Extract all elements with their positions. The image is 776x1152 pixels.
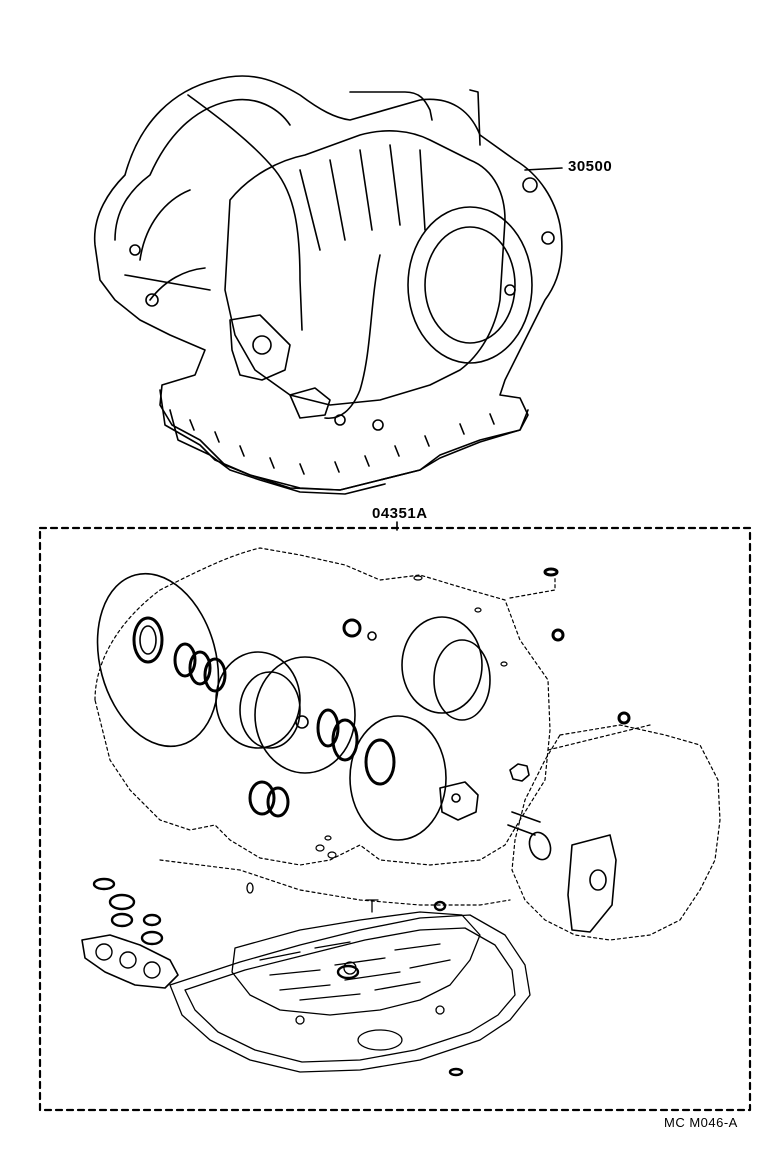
case-gasket-outline <box>94 547 721 941</box>
direct-clutch-seal <box>316 708 340 748</box>
seals-group <box>96 567 631 933</box>
seal-ring <box>188 650 212 686</box>
mount-boss <box>145 293 159 307</box>
oil-pan <box>159 389 529 491</box>
valve-body-gaskets <box>169 882 531 1073</box>
bushing-o-ring <box>266 786 290 818</box>
small-gasket-hole <box>451 793 461 803</box>
piston-o-ring <box>215 651 301 749</box>
rear-cover-o-ring <box>617 711 631 725</box>
o-ring <box>140 930 164 946</box>
kit-connector-line <box>509 577 651 751</box>
small-gasket <box>439 781 479 821</box>
mount-boss <box>372 419 384 431</box>
brake-piston-seal-inner <box>364 738 396 786</box>
part-label-transaxle: 30500 <box>568 158 613 175</box>
piston-o-ring <box>239 671 301 749</box>
case-ribs <box>299 144 426 251</box>
direct-clutch-seal <box>331 718 359 762</box>
plug-o-ring <box>543 567 559 577</box>
differential-cover <box>407 206 533 364</box>
neutral-switch <box>289 387 331 419</box>
piston-o-ring-large <box>254 656 356 774</box>
transaxle-assembly-drawing <box>93 75 563 495</box>
o-ring <box>92 877 116 891</box>
seal-ring <box>203 657 227 693</box>
speedometer-cable <box>324 254 381 419</box>
brake-piston-seal <box>349 715 447 841</box>
leader-30500 <box>524 167 563 171</box>
linkage-pivot <box>252 335 272 355</box>
cable <box>187 94 303 331</box>
valve-body-plate <box>231 911 481 1016</box>
o-ring <box>324 835 332 841</box>
drain-plug-nut <box>509 763 530 782</box>
plug-seal <box>342 618 362 638</box>
mount-boss <box>334 414 346 426</box>
second-brake-seal <box>401 616 483 714</box>
second-brake-seal-inner <box>433 639 491 721</box>
kit-dashed-border <box>38 526 752 1112</box>
bell-housing <box>93 75 563 491</box>
o-ring <box>413 575 423 581</box>
valve-body-plate-passages <box>259 941 451 1001</box>
valve-body-hole <box>295 1015 305 1025</box>
transmission-case-gasket <box>94 547 551 866</box>
governor-cover-gasket <box>567 834 617 933</box>
breather-hose <box>349 89 481 146</box>
small-o-ring <box>295 715 309 729</box>
o-ring <box>315 844 325 852</box>
o-ring <box>110 912 134 928</box>
oil-pump-seal-inner <box>132 616 164 664</box>
case-body <box>224 130 506 406</box>
oil-pan-lower <box>169 409 386 495</box>
figure-code: MC M046-A <box>664 1115 738 1130</box>
accumulator-gasket <box>81 934 179 989</box>
oil-pan-gasket <box>169 914 531 1073</box>
governor-cover-hole <box>589 869 607 891</box>
small-o-ring <box>246 882 254 894</box>
valve-body-hole <box>435 1005 445 1015</box>
o-ring <box>108 893 136 911</box>
accumulator-gasket-hole <box>95 943 113 961</box>
accumulator-gasket-hole <box>143 961 161 979</box>
part-label-gasket-kit: 04351A <box>372 505 428 522</box>
o-ring <box>500 661 508 667</box>
plug-o-ring <box>367 631 377 641</box>
oil-pump-seal-inner <box>139 625 157 655</box>
kit-outline <box>38 521 752 1112</box>
mount-boss <box>504 284 516 296</box>
oil-seal-bushing <box>528 831 552 861</box>
seal-ring <box>173 642 197 678</box>
oil-pan-gasket-outline <box>159 859 511 906</box>
o-ring <box>327 851 337 859</box>
shift-linkage <box>229 314 291 381</box>
rear-cover-gasket <box>511 724 721 941</box>
oil-pan-gasket-inner <box>184 927 516 1063</box>
mount-boss <box>522 177 538 193</box>
o-ring <box>433 900 447 912</box>
o-ring <box>474 607 482 613</box>
bolt <box>365 899 379 913</box>
o-ring <box>142 913 162 927</box>
o-ring <box>448 1067 464 1077</box>
plug-o-ring <box>551 628 565 642</box>
o-ring <box>336 964 360 980</box>
accumulator-gasket-hole <box>119 951 137 969</box>
mount-boss <box>129 244 141 256</box>
valve-body-hole <box>343 961 357 975</box>
strainer-gasket <box>357 1029 403 1051</box>
differential-cover-inner <box>424 226 516 344</box>
oil-pan-bolts <box>189 413 495 475</box>
oil-seal-bushing-body <box>507 811 541 836</box>
o-ring-set <box>81 877 464 1077</box>
oil-pump-seal <box>96 572 220 748</box>
bell-housing-rim <box>114 98 291 241</box>
tiny-o-rings <box>315 575 508 859</box>
bushing-o-ring <box>248 780 276 816</box>
mount-boss <box>541 231 555 245</box>
